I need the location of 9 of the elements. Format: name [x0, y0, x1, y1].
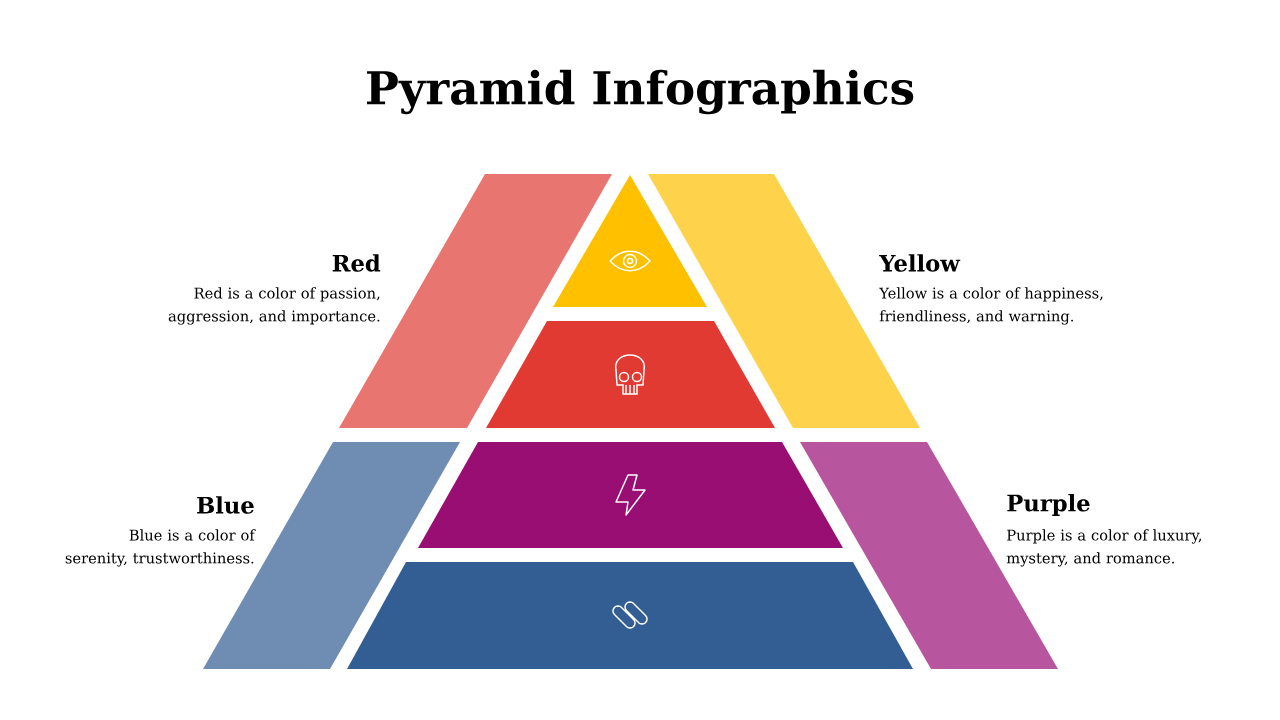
- description: Purple is a color of luxury, mystery, and romance.: [1006, 529, 1202, 567]
- heading: Yellow: [879, 254, 961, 272]
- description: Yellow is a color of happiness, friendliness, and warning.: [879, 287, 1103, 325]
- heading: Purple: [1007, 494, 1090, 516]
- description: Blue is a color of serenity, trustworthiness.: [65, 529, 256, 567]
- title: Pyramid Infographics: [367, 69, 914, 115]
- description: Red is a color of passion, aggression, and importance.: [168, 287, 380, 325]
- heading: Red: [332, 254, 381, 272]
- heading: Blue: [197, 496, 254, 514]
